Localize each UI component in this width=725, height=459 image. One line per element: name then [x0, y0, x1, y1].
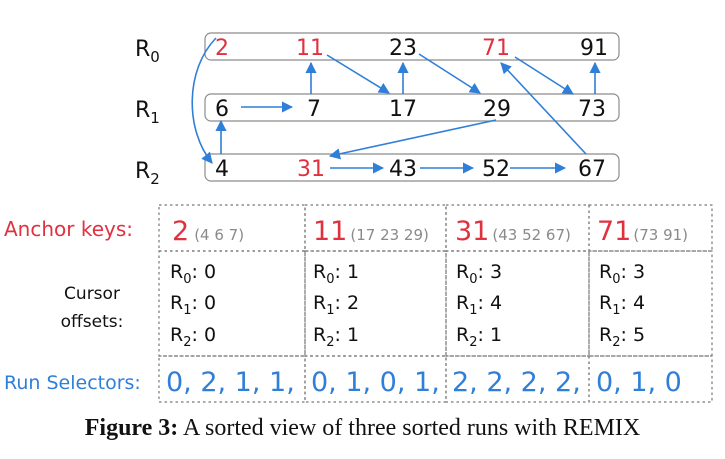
- offset-0-r0: R0: 0: [170, 261, 216, 287]
- figure-caption-label: Figure 3:: [84, 415, 179, 441]
- run-2-key-3: 52: [482, 157, 510, 182]
- anchor-cell-1: 11(17 23 29): [313, 216, 429, 247]
- anchor-keys-label: Anchor keys:: [4, 217, 133, 241]
- anchor-cell-0: 2(4 6 7): [172, 216, 244, 247]
- sorted-order-arrows: [191, 37, 601, 174]
- run-2-key-4: 67: [578, 157, 606, 182]
- anchor-cell-3: 71(73 91): [597, 216, 688, 247]
- cell-border-offsets-3: [588, 250, 713, 357]
- selectors-cell-0: 0, 2, 1, 1,: [166, 367, 295, 398]
- run-2-key-0: 4: [215, 157, 229, 182]
- anchor-cell-2: 31(43 52 67): [455, 216, 571, 247]
- run-1-key-4: 73: [578, 97, 606, 122]
- offset-3-r0: R0: 3: [599, 261, 645, 287]
- cell-border-offsets-0: [158, 250, 306, 357]
- figure-caption-text: A sorted view of three sorted runs with …: [178, 415, 641, 441]
- cursor-offsets-label-line1: Cursor: [64, 284, 120, 304]
- arrow-2-to-4: [191, 37, 217, 164]
- offset-1-r2: R2: 1: [313, 324, 359, 350]
- run-0-key-0: 2: [215, 36, 229, 61]
- offset-2-r1: R1: 4: [456, 292, 502, 318]
- arrow-71-to-73: [514, 56, 574, 95]
- run-label-r2: R2: [135, 159, 160, 188]
- run-2-key-1: 31: [297, 157, 325, 182]
- cell-border-selectors-3: [588, 355, 713, 403]
- cell-border-anchor-3: [588, 204, 713, 252]
- cell-border-selectors-0: [158, 355, 306, 403]
- run-1-key-2: 17: [389, 97, 417, 122]
- run-0-key-1: 11: [296, 36, 324, 61]
- offset-1-r1: R1: 2: [313, 292, 359, 318]
- offset-2-r0: R0: 3: [456, 261, 502, 287]
- run-0-key-4: 91: [580, 36, 608, 61]
- run-box-r1: [204, 93, 620, 122]
- selectors-cell-1: 0, 1, 0, 1,: [311, 367, 440, 398]
- run-box-r0: [204, 32, 620, 61]
- remix-table: Anchor keys: Cursor offsets: Run Selecto…: [4, 204, 713, 403]
- arrow-23-to-29: [418, 53, 481, 94]
- run-2-key-2: 43: [389, 157, 417, 182]
- run-label-r1: R1: [135, 98, 160, 127]
- offset-1-r0: R0: 1: [313, 261, 359, 287]
- offset-0-r1: R1: 0: [170, 292, 216, 318]
- run-1-key-1: 7: [307, 97, 321, 122]
- run-selectors-label: Run Selectors:: [4, 372, 141, 394]
- offset-2-r2: R2: 1: [456, 324, 502, 350]
- run-label-r0: R0: [135, 37, 160, 66]
- selectors-cell-2: 2, 2, 2, 2,: [452, 367, 581, 398]
- figure-caption: Figure 3: A sorted view of three sorted …: [0, 415, 725, 442]
- offset-3-r2: R2: 5: [599, 324, 645, 350]
- arrow-29-to-31: [328, 119, 497, 160]
- run-1-key-0: 6: [215, 97, 229, 122]
- offset-3-r1: R1: 4: [599, 292, 645, 318]
- run-0-key-2: 23: [389, 36, 417, 61]
- run-1-key-3: 29: [483, 97, 511, 122]
- arrow-11-to-17: [326, 54, 390, 94]
- offset-0-r2: R2: 0: [170, 324, 216, 350]
- arrow-67-to-71: [500, 62, 587, 155]
- cursor-offsets-label-line2: offsets:: [61, 312, 124, 332]
- cell-border-offsets-1: [304, 250, 447, 357]
- run-0-key-3: 71: [482, 36, 510, 61]
- run-box-r2: [204, 153, 620, 182]
- selectors-cell-3: 0, 1, 0: [596, 367, 682, 398]
